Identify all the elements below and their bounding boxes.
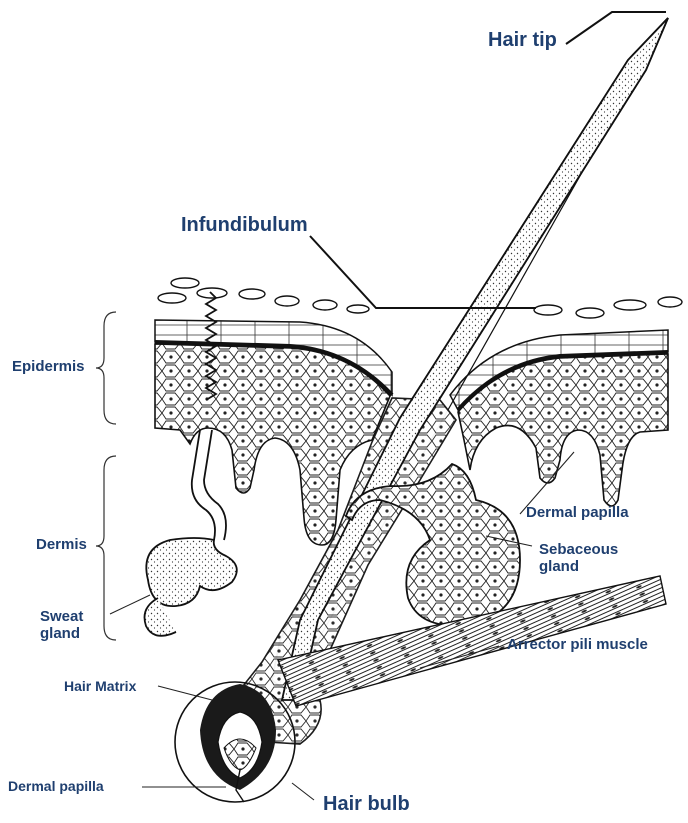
label-hair-matrix: Hair Matrix bbox=[64, 679, 136, 694]
label-epidermis: Epidermis bbox=[12, 359, 85, 376]
label-sebaceous-gland: Sebaceous gland bbox=[539, 542, 618, 575]
label-arrector-pili-muscle: Arrector pili muscle bbox=[507, 637, 648, 654]
label-sweat-gland: Sweat gland bbox=[40, 609, 83, 642]
label-hair-bulb: Hair bulb bbox=[323, 793, 410, 815]
label-dermal-papilla-right: Dermal papilla bbox=[526, 505, 629, 522]
label-dermal-papilla-bulb: Dermal papilla bbox=[8, 779, 104, 794]
label-dermis: Dermis bbox=[36, 537, 87, 554]
leader-lines bbox=[310, 12, 666, 308]
label-infundibulum: Infundibulum bbox=[181, 214, 308, 236]
surface-scales bbox=[158, 278, 682, 318]
layer-brackets bbox=[96, 312, 116, 640]
label-hair-tip: Hair tip bbox=[488, 29, 557, 51]
